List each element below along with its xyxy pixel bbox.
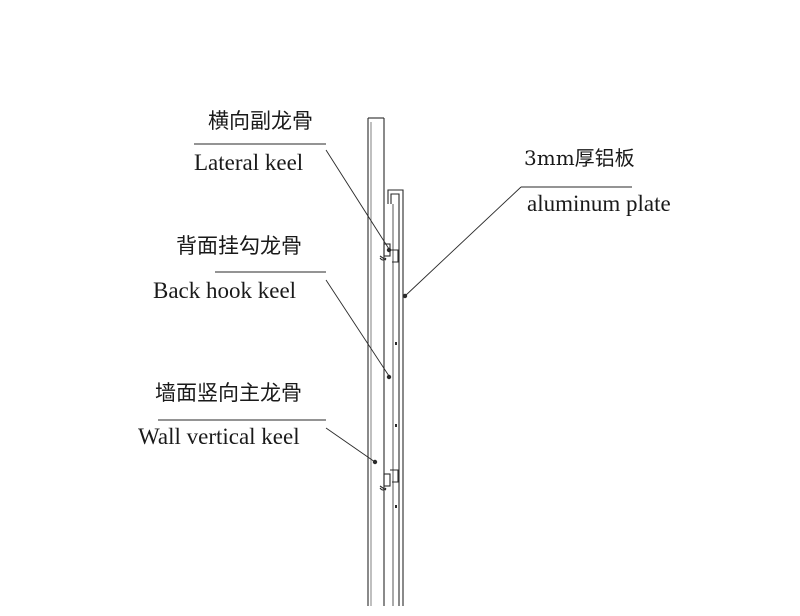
wall-vertical-keel-label-en: Wall vertical keel <box>138 424 300 449</box>
back-hook-keel-label-en: Back hook keel <box>153 278 297 303</box>
plate-fixings <box>395 342 397 508</box>
leader-lines <box>158 143 632 463</box>
aluminum-plate-label-zh: 3mm厚铝板 <box>524 146 635 170</box>
wall-vertical-keel-label-zh: 墙面竖向主龙骨 <box>155 381 302 405</box>
wall-vertical-keel-profile <box>367 117 385 606</box>
lateral-keel-label-en: Lateral keel <box>194 150 304 175</box>
aluminum-plate-profile <box>387 189 404 606</box>
lateral-keel-label-zh: 横向副龙骨 <box>208 109 313 133</box>
lateral-keel-hook-top <box>379 243 399 263</box>
lateral-keel-hook-bottom <box>379 469 399 491</box>
leader-dots <box>372 247 408 465</box>
back-hook-keel-label-zh: 背面挂勾龙骨 <box>176 234 302 258</box>
aluminum-plate-label-en: aluminum plate <box>527 191 671 216</box>
